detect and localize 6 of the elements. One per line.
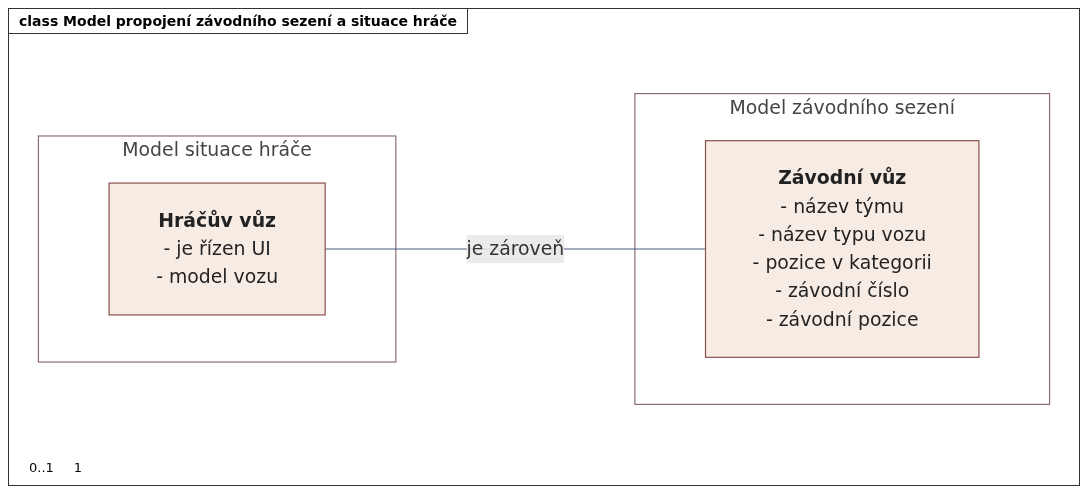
node-box: Závodní vůz - název týmu - název typu vozu - pozice v kategorii - závodní číslo - závodní pozice bbox=[704, 140, 980, 358]
node-box: Hráčův vůz - je řízen UI - model vozu bbox=[108, 182, 326, 316]
edge-label: je zároveň bbox=[466, 237, 565, 260]
diagram-title: class Model propojení závodního sezení a situace hráče bbox=[9, 9, 468, 34]
multiplicity-label: 0..1 bbox=[29, 460, 54, 475]
multiplicity-label: 1 bbox=[73, 460, 83, 475]
